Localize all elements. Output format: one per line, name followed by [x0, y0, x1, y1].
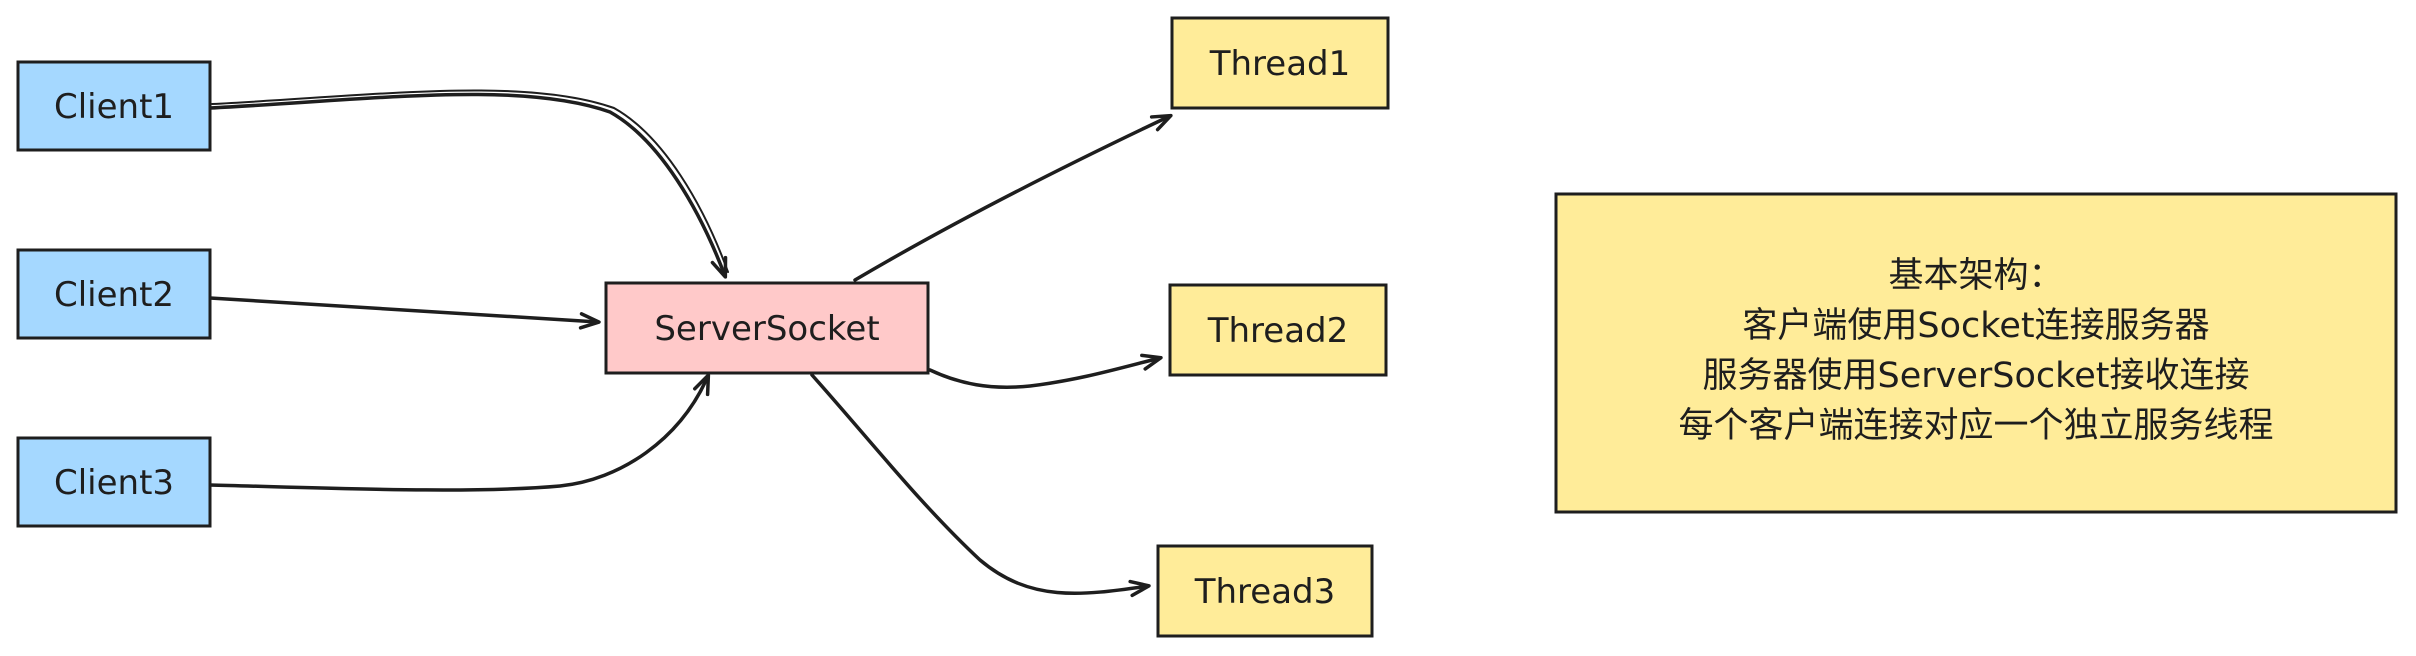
- thread3-label: Thread3: [1194, 572, 1336, 612]
- arrow-client1-to-server: [208, 92, 728, 279]
- arrow-client2-to-server: [208, 296, 601, 330]
- arrow-client1-to-server-sketch: [211, 89, 729, 273]
- note-line-2: 客户端使用Socket连接服务器: [1742, 306, 2209, 346]
- server-socket-label: ServerSocket: [654, 309, 879, 349]
- client3-label: Client3: [54, 463, 174, 503]
- thread2-node: Thread2: [1168, 283, 1388, 377]
- arrow-server-to-thread3: [810, 373, 1151, 598]
- connectors: [208, 89, 1173, 598]
- note-line-4: 每个客户端连接对应一个独立服务线程: [1678, 406, 2273, 446]
- note-line-3: 服务器使用ServerSocket接收连接: [1703, 356, 2250, 396]
- thread3-node: Thread3: [1156, 544, 1374, 638]
- arrow-server-to-thread1: [853, 113, 1173, 282]
- thread2-label: Thread2: [1207, 311, 1349, 351]
- architecture-note: 基本架构： 客户端使用Socket连接服务器 服务器使用ServerSocket…: [1554, 192, 2398, 514]
- thread1-label: Thread1: [1209, 44, 1351, 84]
- arrow-client3-to-server: [208, 373, 711, 492]
- arrow-server-to-thread2: [928, 353, 1163, 389]
- client2-node: Client2: [16, 248, 212, 340]
- client2-label: Client2: [54, 275, 174, 315]
- client1-node: Client1: [16, 60, 212, 152]
- thread1-node: Thread1: [1170, 16, 1390, 110]
- client3-node: Client3: [16, 436, 212, 528]
- note-line-1: 基本架构：: [1888, 256, 2063, 296]
- client1-label: Client1: [54, 87, 174, 127]
- server-socket-node: ServerSocket: [604, 281, 930, 375]
